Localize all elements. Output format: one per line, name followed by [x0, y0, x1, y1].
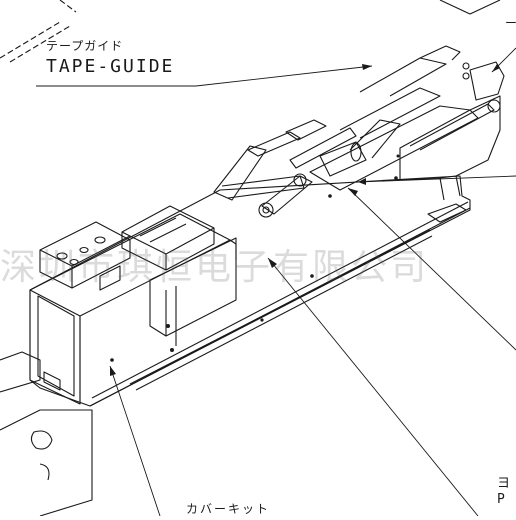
right-edge-bottom-line-2: P: [497, 492, 505, 507]
right-edge-bottom-label: ヨ P: [497, 476, 510, 508]
main-body-outline: [29, 175, 471, 407]
bottom-bracket: [427, 203, 467, 223]
base-rail: [89, 201, 471, 407]
lever-arm: [213, 119, 327, 218]
right-edge-bottom-line-1: ヨ: [497, 476, 511, 491]
watermark-text: 深圳市琪恒电子有限公司: [0, 247, 430, 288]
leader-arrowheads: [110, 64, 500, 376]
tape-guide-label-en: TAPE-GUIDE: [46, 56, 175, 77]
corner-bracket: [439, 0, 501, 15]
screw-holes: [110, 154, 400, 362]
tape-strip: [0, 351, 93, 517]
cover-kit-label-jp: カバーキット: [186, 502, 271, 516]
upper-frame: [289, 45, 479, 191]
leader-lines: [36, 47, 516, 517]
right-frame: [399, 61, 505, 201]
rear-block: [39, 221, 131, 291]
mid-plate: [121, 205, 215, 271]
dashed-reference-lines: [0, 0, 77, 63]
side-panel: [149, 237, 237, 346]
right-edge-top-label: ー: [505, 16, 516, 30]
tape-guide-label-jp: テープガイド: [46, 39, 124, 53]
